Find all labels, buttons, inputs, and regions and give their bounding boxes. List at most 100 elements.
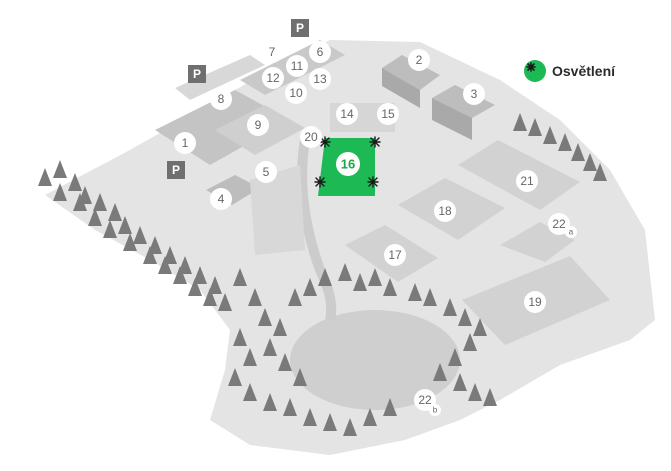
marker-16[interactable] <box>336 152 360 176</box>
marker-2[interactable] <box>408 49 430 71</box>
marker-label: 1 <box>182 136 189 150</box>
marker-12[interactable] <box>262 67 284 89</box>
marker-14[interactable] <box>336 103 358 125</box>
legend: Osvětlení <box>524 60 615 82</box>
marker-19[interactable] <box>300 126 322 148</box>
tree <box>338 263 352 281</box>
marker-label: 15 <box>381 107 395 121</box>
marker-label: 20 <box>304 130 318 144</box>
tree <box>513 113 527 131</box>
marker-6[interactable] <box>309 41 331 63</box>
marker-13[interactable] <box>309 68 331 90</box>
tree <box>363 408 377 426</box>
tree <box>208 276 222 294</box>
tree <box>283 398 297 416</box>
tree <box>53 183 67 201</box>
tree <box>293 368 307 386</box>
parking-sign[interactable] <box>167 161 185 179</box>
marker-label: 22 <box>418 393 432 407</box>
tree <box>528 118 542 136</box>
building-2-side <box>382 68 420 108</box>
marker-9[interactable] <box>247 114 269 136</box>
tree <box>248 288 262 306</box>
tree <box>93 193 107 211</box>
legend-label: Osvětlení <box>552 63 616 79</box>
tree <box>263 393 277 411</box>
marker-5[interactable] <box>255 161 277 183</box>
tree <box>443 298 457 316</box>
parking-sign[interactable] <box>291 19 309 37</box>
tree <box>383 398 397 416</box>
tree <box>323 413 337 431</box>
building-2 <box>382 55 440 90</box>
floodlight-icons <box>314 136 381 188</box>
tree <box>463 333 477 351</box>
marker-label: 17 <box>388 248 402 262</box>
tree <box>593 163 607 181</box>
tree <box>68 173 82 191</box>
marker-4[interactable] <box>210 188 232 210</box>
tree <box>188 278 202 296</box>
marker-label: 10 <box>289 86 303 100</box>
marker-22[interactable] <box>414 389 436 411</box>
tree <box>468 383 482 401</box>
tree <box>108 203 122 221</box>
parking-label: P <box>172 163 180 177</box>
marker-7[interactable] <box>261 41 283 63</box>
marker-11[interactable] <box>286 55 308 77</box>
marker-16-label: 16 <box>341 157 355 172</box>
marker-badge-label: a <box>569 228 574 237</box>
marker-15[interactable] <box>377 103 399 125</box>
marker-badge <box>565 226 577 238</box>
tree <box>453 373 467 391</box>
tree <box>408 283 422 301</box>
building-3-side <box>432 98 472 140</box>
tree <box>203 288 217 306</box>
tree <box>433 363 447 381</box>
marker-21[interactable] <box>548 213 570 235</box>
access-road <box>297 139 337 322</box>
marker-label: 7 <box>269 45 276 59</box>
marker-label: 11 <box>291 59 304 73</box>
tree <box>148 236 162 254</box>
tree <box>273 318 287 336</box>
floodlight-icon <box>369 136 381 148</box>
marker-label: 8 <box>218 92 225 106</box>
tree <box>423 288 437 306</box>
marker-1[interactable] <box>174 132 196 154</box>
marker-20[interactable] <box>516 170 538 192</box>
tree <box>243 348 257 366</box>
marker-label: 22 <box>552 217 566 231</box>
tree <box>243 383 257 401</box>
tree <box>88 208 102 226</box>
marker-badge <box>429 404 441 416</box>
marker-3[interactable] <box>463 83 485 105</box>
tree <box>258 308 272 326</box>
marker-badge-label: b <box>433 406 438 415</box>
tree <box>383 278 397 296</box>
marker-10[interactable] <box>285 82 307 104</box>
tree <box>73 193 87 211</box>
marker-17[interactable] <box>434 200 456 222</box>
parking-lot-1 <box>175 55 265 100</box>
tree <box>571 143 585 161</box>
tree <box>193 266 207 284</box>
marker-label: 3 <box>471 87 478 101</box>
tree <box>218 293 232 311</box>
tree <box>558 133 572 151</box>
marker-16[interactable] <box>384 244 406 266</box>
tree <box>448 348 462 366</box>
marker-8[interactable] <box>210 88 232 110</box>
parking-sign[interactable] <box>188 65 206 83</box>
marker-18[interactable] <box>524 291 546 313</box>
floodlight-icon <box>314 176 326 188</box>
building-3 <box>432 85 495 118</box>
pond <box>290 310 460 410</box>
marker-label: 2 <box>416 53 423 67</box>
tree <box>163 246 177 264</box>
tree <box>263 338 277 356</box>
marker-label: 12 <box>266 71 280 85</box>
